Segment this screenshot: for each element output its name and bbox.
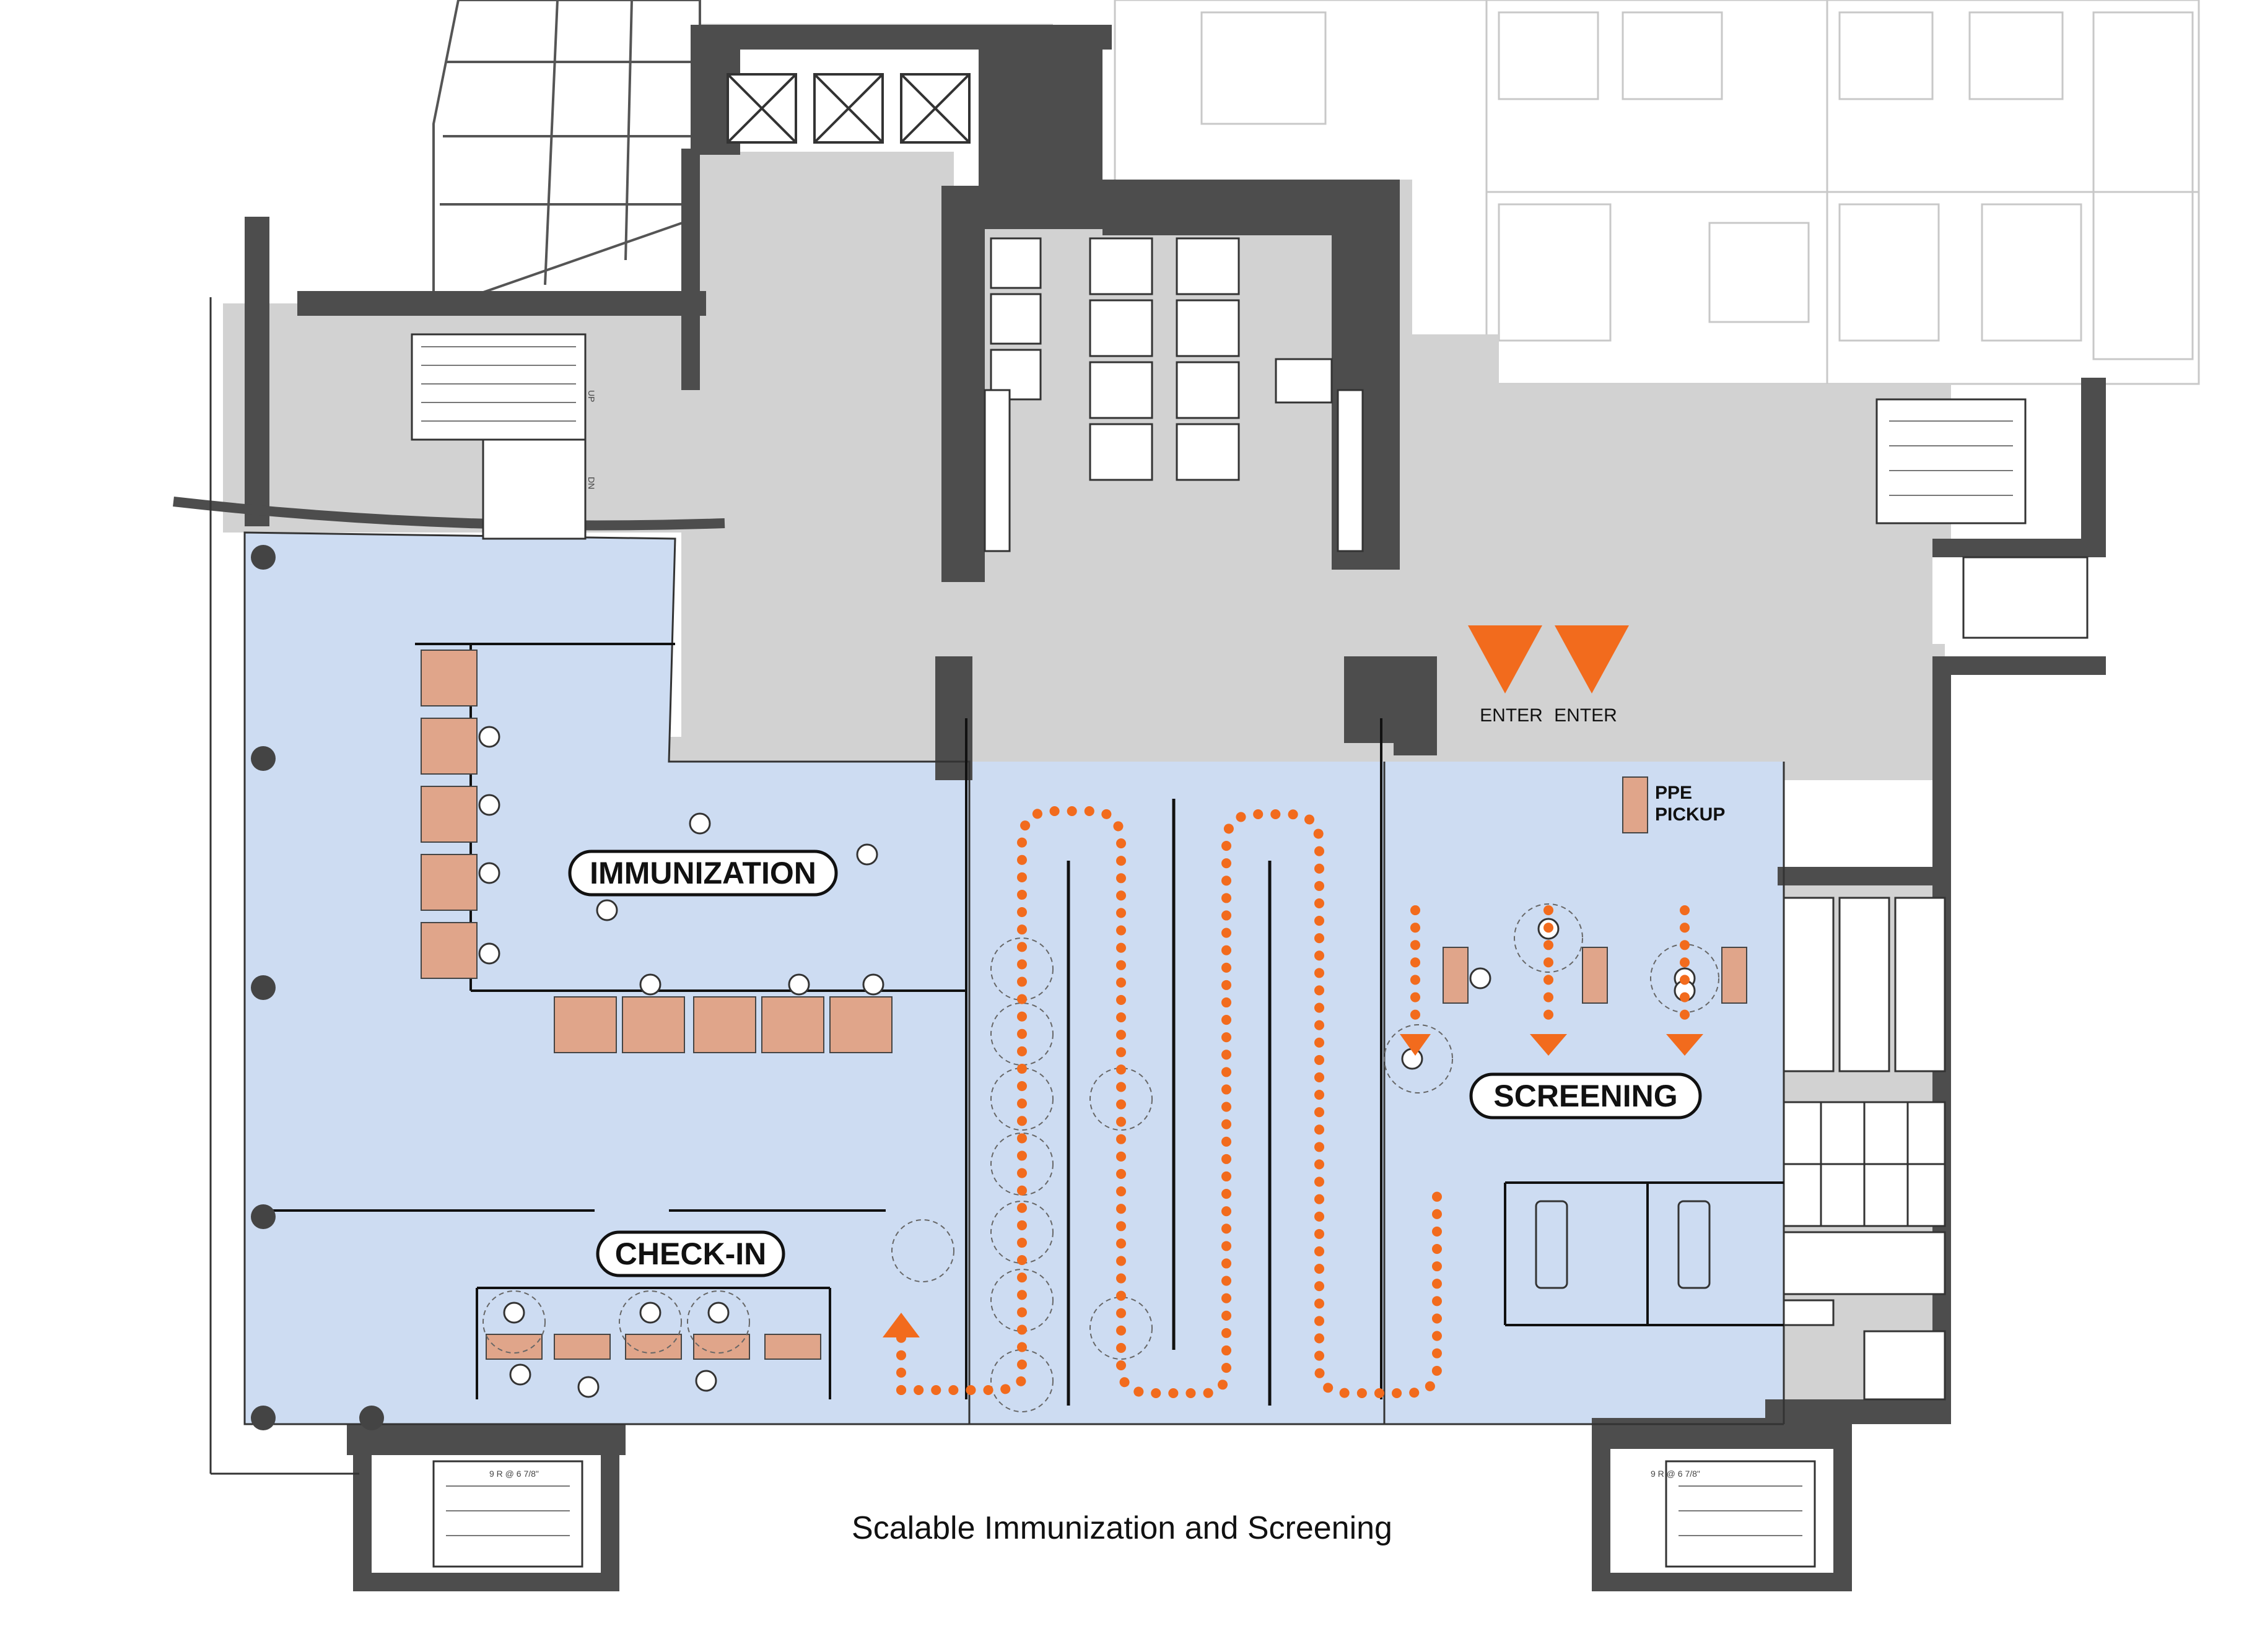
ppe-label-line1: PPE (1655, 783, 1692, 803)
entrance-label: ENTER (1554, 705, 1617, 726)
up-arrow-icon (883, 1313, 920, 1337)
cots (1535, 1200, 1711, 1289)
flow-arrowheads (883, 625, 1703, 1337)
down-arrow-icon (1530, 1034, 1567, 1056)
ppe-table (1622, 776, 1648, 833)
stair-note: 9 R @ 6 7/8" (489, 1469, 539, 1479)
zone-label: SCREENING (1493, 1079, 1677, 1113)
down-arrow-icon (1666, 1034, 1703, 1056)
distancing-circles (482, 903, 1719, 1412)
restroom-stalls (984, 237, 1364, 552)
down-arrow-icon (1400, 1034, 1431, 1056)
entry-triangle-icon (1555, 625, 1629, 693)
queue-flow-path (896, 806, 1690, 1398)
label-screening: SCREENING (1469, 1072, 1702, 1119)
columns (251, 545, 384, 1430)
entrance-label: ENTER (1480, 705, 1543, 726)
elevator-shafts (727, 73, 971, 144)
people (478, 726, 1696, 1398)
storage-racks (1783, 897, 1946, 1401)
diagram-caption: Scalable Immunization and Screening (852, 1510, 1392, 1546)
stair-treads (421, 346, 2013, 1536)
stair-note: DN (587, 477, 596, 489)
queue-rails (1067, 799, 1272, 1406)
immunization-stations (421, 650, 893, 1053)
checkin-tables (486, 1334, 821, 1360)
partitions (260, 643, 1784, 1399)
ppe-label-line2: PICKUP (1655, 804, 1725, 825)
stair-note: UP (587, 390, 596, 402)
entry-triangle-icon (1468, 625, 1542, 693)
stair-note: 9 R @ 6 7/8" (1651, 1469, 1700, 1479)
zone-label: IMMUNIZATION (590, 856, 816, 890)
stairwells (411, 333, 2089, 1568)
zone-label: CHECK-IN (615, 1237, 766, 1271)
label-check-in: CHECK-IN (596, 1230, 785, 1277)
queue-separators (965, 718, 1382, 1399)
label-immunization: IMMUNIZATION (568, 850, 838, 897)
canopy-grid (432, 0, 701, 311)
